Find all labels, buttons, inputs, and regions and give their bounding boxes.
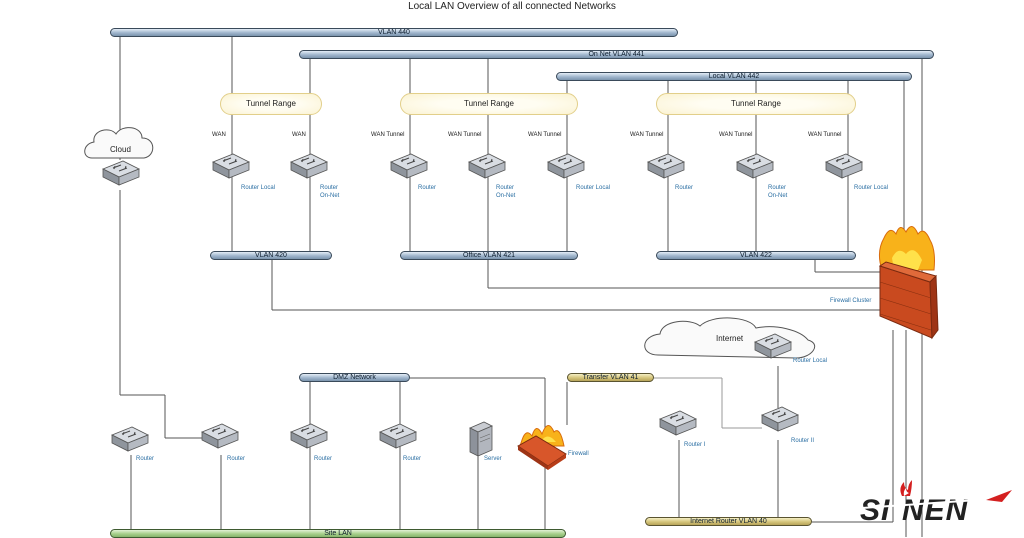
dmz-network-bus: DMZ Network [299,373,410,382]
router-label: Router [136,456,155,462]
router-i-label: Router I [684,442,706,448]
tunnel-range-1: Tunnel Range [220,93,322,115]
router-icon [546,150,586,180]
router-icon [211,150,251,180]
vlan-441-bus: On Net VLAN 441 [299,50,934,59]
router-icon [735,150,775,180]
firewall-label: Firewall [568,451,589,457]
router-icon [289,150,329,180]
wan-label: WAN [212,132,226,138]
wan-tunnel-label: WAN Tunnel [448,132,482,138]
router-icon [101,157,141,187]
svg-text:NEN: NEN [902,494,969,527]
router-icon [289,420,329,450]
firewall-icon [517,425,567,470]
sinen-logo: SI NEN [856,478,1016,528]
cloud-icon [84,127,154,159]
router-label: Router [418,185,437,191]
firewall-cluster-label: Firewall Cluster [830,298,872,304]
vlan-420-bus: VLAN 420 [210,251,332,260]
server-label: Server [484,456,502,462]
router-icon [467,150,507,180]
firewall-cluster-icon [878,226,939,340]
wan-label: WAN [292,132,306,138]
router-label: Router [675,185,694,191]
router-icon [378,420,418,450]
transfer-vlan-41-bus: Transfer VLAN 41 [567,373,654,382]
router-label: Router Local [854,185,889,191]
router-icon [658,407,698,437]
router-label: Router Local [241,185,276,191]
router-label: Router [403,456,422,462]
vlan-440-bus: VLAN 440 [110,28,678,37]
tunnel-range-3: Tunnel Range [656,93,856,115]
tunnel-range-2: Tunnel Range [400,93,578,115]
internet-label: Internet [716,334,744,343]
router-ii-label: Router II [791,438,815,444]
flame-logo-icon [900,480,912,496]
router-label: Router On-Net [320,185,340,199]
router-label: Router On-Net [768,185,788,199]
svg-text:SI: SI [860,494,890,527]
router-label: Router [314,456,333,462]
wan-tunnel-label: WAN Tunnel [719,132,753,138]
vlan-421-bus: Office VLAN 421 [400,251,578,260]
server-icon [469,421,493,457]
cloud-label: Cloud [110,145,131,154]
router-icon [753,330,793,360]
diagram-title: Local LAN Overview of all connected Netw… [408,1,616,12]
wan-tunnel-label: WAN Tunnel [528,132,562,138]
vlan-442-bus: Local VLAN 442 [556,72,912,81]
router-icon [110,423,150,453]
wan-tunnel-label: WAN Tunnel [630,132,664,138]
router-local-label: Router Local [793,358,828,364]
router-icon [646,150,686,180]
router-icon [760,403,800,433]
router-label: Router [227,456,246,462]
router-icon [200,420,240,450]
internet-router-vlan-40-bus: Internet Router VLAN 40 [645,517,812,526]
wan-tunnel-label: WAN Tunnel [371,132,405,138]
router-icon [824,150,864,180]
router-icon [389,150,429,180]
wan-tunnel-label: WAN Tunnel [808,132,842,138]
router-label: Router Local [576,185,611,191]
vlan-422-bus: VLAN 422 [656,251,856,260]
router-label: Router On-Net [496,185,516,199]
